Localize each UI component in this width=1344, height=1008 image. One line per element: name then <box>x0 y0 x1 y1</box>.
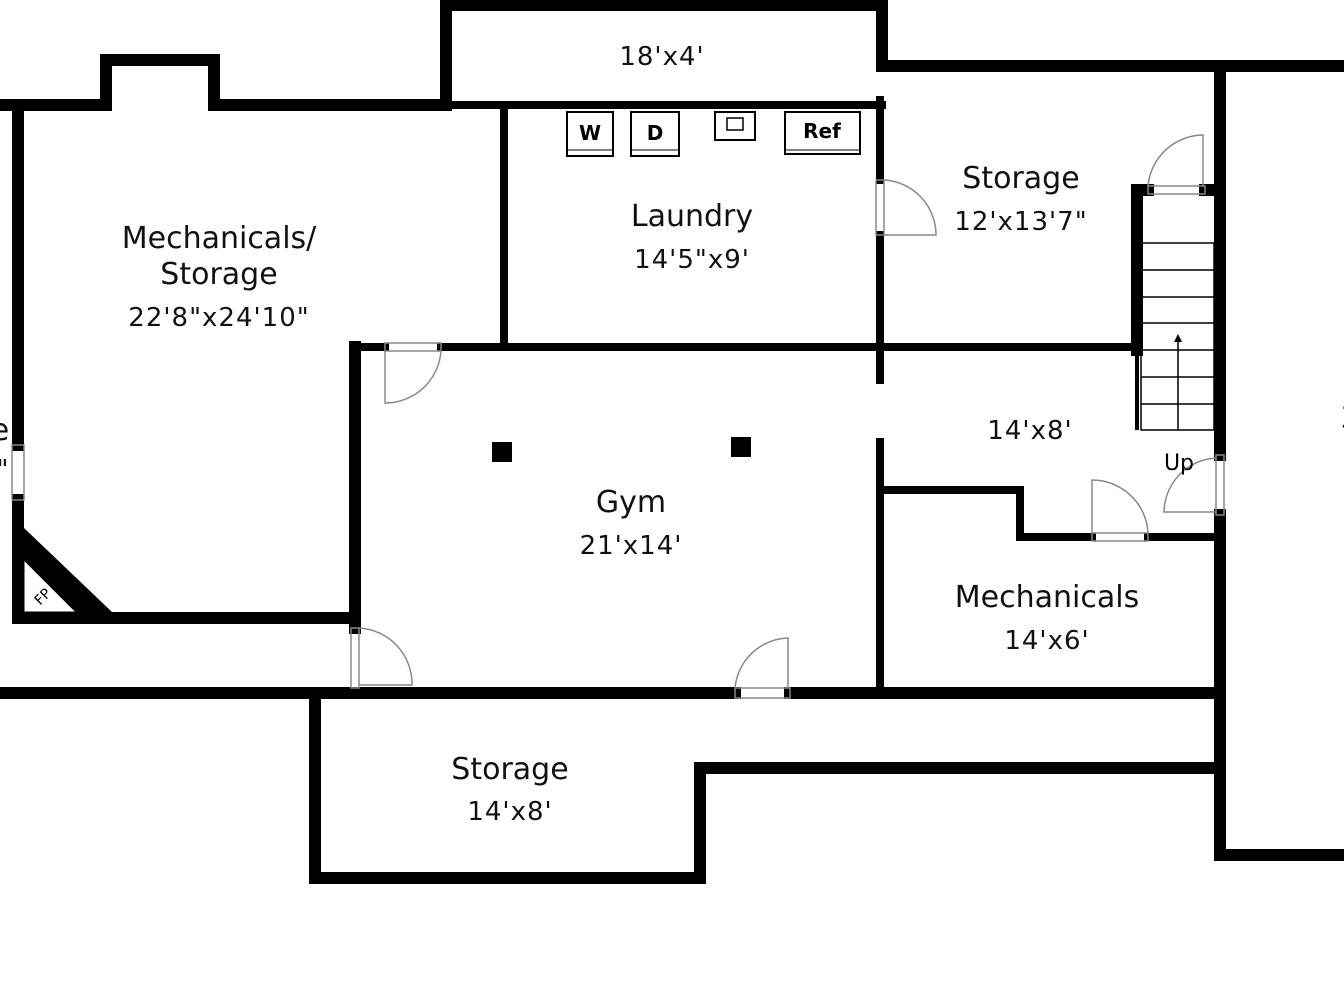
door-gym-top[interactable] <box>384 342 442 404</box>
room-dim-mech-storage: 22'8"x24'10" <box>128 303 309 333</box>
sink-icon <box>714 111 756 141</box>
room-name-storage-ne: Storage <box>962 161 1079 196</box>
doors <box>11 134 1225 699</box>
door-gym-left[interactable] <box>350 627 413 689</box>
walls <box>0 0 1344 884</box>
column <box>731 437 751 457</box>
svg-text:W: W <box>579 121 601 145</box>
door-left-side[interactable] <box>11 444 25 501</box>
room-dim-mechanicals: 14'x6' <box>1004 626 1089 656</box>
room-name-laundry: Laundry <box>631 199 753 234</box>
room-name-mech-storage: Mechanicals/ <box>122 221 317 256</box>
stairs-up-label: Up <box>1164 451 1194 476</box>
room-name-mech-storage-2: Storage <box>160 257 277 292</box>
door-stair-top[interactable] <box>1147 134 1206 195</box>
room-name-gym: Gym <box>596 485 666 520</box>
refrigerator: Ref <box>784 111 861 155</box>
room-dim-laundry: 14'5"x9' <box>634 245 750 275</box>
fireplace: FP <box>23 528 112 613</box>
svg-text:D: D <box>647 121 664 145</box>
door-laundry[interactable] <box>875 179 937 236</box>
column <box>492 442 512 462</box>
door-stair-side[interactable] <box>1163 454 1225 516</box>
cropped-label-left: e <box>0 413 9 448</box>
dryer: D <box>630 111 680 157</box>
room-dim-gym: 21'x14' <box>580 531 683 561</box>
room-name-mechanicals: Mechanicals <box>955 580 1139 615</box>
washer: W <box>566 111 614 157</box>
room-dim-hall: 14'x8' <box>987 416 1072 446</box>
door-mechanicals[interactable] <box>1091 479 1149 542</box>
room-name-storage-s: Storage <box>451 752 568 787</box>
cropped-label-right: 3 <box>1340 401 1344 436</box>
svg-text:Ref: Ref <box>803 119 841 143</box>
arrow-up-icon <box>1174 334 1182 342</box>
room-dim-top-closet: 18'x4' <box>619 42 704 72</box>
door-gym-bottom[interactable] <box>734 637 791 699</box>
cropped-dim-left: " <box>0 455 9 485</box>
room-dim-storage-ne: 12'x13'7" <box>954 207 1087 237</box>
room-dim-storage-s: 14'x8' <box>467 797 552 827</box>
staircase[interactable]: Up <box>1140 242 1215 476</box>
